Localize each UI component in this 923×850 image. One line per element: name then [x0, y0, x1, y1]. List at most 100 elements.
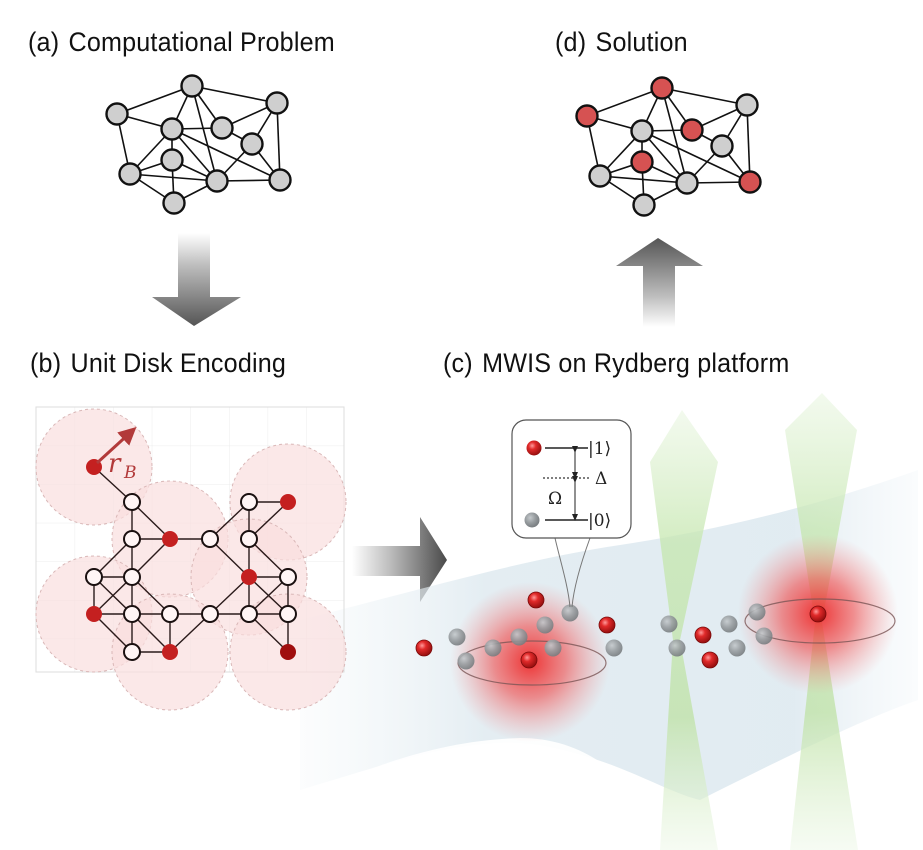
udg-nodes: [85, 459, 297, 661]
udg-node-selected: [241, 569, 257, 585]
solution-graph-edge: [746, 104, 751, 183]
panel-b-title: (b)Unit Disk Encoding: [30, 348, 286, 379]
solution-graph-node-selected: [650, 76, 674, 100]
panel-c-tag: (c): [443, 348, 473, 378]
problem-graph-edge: [191, 85, 218, 182]
udg-node-selected: [280, 494, 296, 510]
udg-node: [240, 605, 258, 623]
atom-ground: [668, 639, 686, 657]
udg-node: [161, 605, 179, 623]
arrow-down-a-to-b: [152, 233, 241, 326]
excited-ket-label: |1⟩: [588, 439, 611, 459]
solution-graph-node: [630, 119, 654, 143]
atom-ground: [605, 639, 623, 657]
solution-graph-node-selected: [680, 118, 704, 142]
udg-node-selected: [86, 606, 102, 622]
atom-ground: [728, 639, 746, 657]
blockade-ellipse-2: [744, 598, 896, 644]
solution-graph-node-selected: [738, 170, 762, 194]
panel-a-title: (a) Computational Problem: [28, 27, 335, 58]
problem-graph-edge: [276, 102, 281, 181]
problem-graph-node: [160, 117, 184, 141]
udg-node: [123, 643, 141, 661]
unit-disk-panel: r B: [35, 406, 347, 711]
problem-graph-node: [180, 74, 204, 98]
laser-beam-1: [650, 410, 718, 850]
atom-ground: [536, 616, 554, 634]
udg-node: [123, 568, 141, 586]
panel-a-tag: (a): [28, 27, 60, 57]
atom-ground: [510, 628, 528, 646]
atom-ground: [748, 603, 766, 621]
atom-ground: [457, 652, 475, 670]
solution-graph-node-selected: [630, 150, 654, 174]
panel-d-label: Solution: [595, 27, 688, 57]
atom-ground: [484, 639, 502, 657]
atom-ground: [561, 604, 579, 622]
udg-node-selected: [280, 644, 296, 660]
solution-graph-edge: [599, 175, 688, 184]
udg-node: [279, 568, 297, 586]
problem-graph-node: [118, 162, 142, 186]
solution-graph-node: [632, 193, 656, 217]
udg-node: [201, 530, 219, 548]
problem-graph-edge: [171, 128, 281, 181]
problem-graph-edge: [191, 85, 278, 104]
arrow-right-b-to-c: [352, 517, 447, 602]
problem-graph-edge: [116, 85, 193, 115]
udg-node-selected: [162, 531, 178, 547]
panel-c-label: MWIS on Rydberg platform: [482, 348, 790, 378]
solution-graph-node-selected: [575, 104, 599, 128]
radius-arrow: [95, 426, 137, 465]
panel-c-title: (c) MWIS on Rydberg platform: [443, 348, 789, 379]
problem-graph-node: [105, 102, 129, 126]
problem-graph-node: [268, 168, 292, 192]
atom-ground: [660, 615, 678, 633]
udg-node: [240, 493, 258, 511]
panel-b-label: Unit Disk Encoding: [70, 348, 287, 378]
atom-ground: [755, 627, 773, 645]
problem-graph-node: [160, 148, 184, 172]
udg-node: [123, 605, 141, 623]
solution-graph-node: [675, 171, 699, 195]
udg-edge: [169, 613, 211, 653]
atom-trap-sheet: [300, 470, 918, 800]
ground-atom-icon: [524, 512, 540, 528]
problem-graph-node: [162, 191, 186, 215]
atom-excited: [701, 651, 719, 669]
problem-graph-node: [205, 169, 229, 193]
panel-d-tag: (d): [555, 27, 587, 57]
problem-graph-edge: [129, 173, 218, 182]
atom-excited: [527, 591, 545, 609]
udg-node-selected: [162, 644, 178, 660]
solution-graph-edge: [586, 87, 663, 117]
solution-graph: [575, 76, 762, 217]
atom-excited: [809, 605, 827, 623]
problem-graph: [105, 74, 292, 215]
problem-graph-node: [210, 116, 234, 140]
ground-ket-label: |0⟩: [588, 511, 611, 531]
udg-node: [240, 530, 258, 548]
solution-graph-node: [735, 93, 759, 117]
atom-excited: [415, 639, 433, 657]
rabi-label: Ω: [548, 489, 562, 509]
udg-node: [123, 493, 141, 511]
panel-d-title: (d) Solution: [555, 27, 688, 58]
udg-edge: [248, 538, 289, 578]
solution-graph-edge: [641, 130, 751, 183]
udg-edge: [209, 538, 250, 578]
atom-ground: [720, 615, 738, 633]
radius-subscript: B: [123, 463, 137, 483]
atom-ground: [544, 639, 562, 657]
udg-node: [85, 568, 103, 586]
udg-edge: [248, 613, 289, 653]
atom-ground: [448, 628, 466, 646]
radius-label: r: [108, 449, 122, 479]
solution-graph-edge: [661, 87, 748, 106]
solution-graph-node: [588, 164, 612, 188]
excited-atom-icon: [526, 440, 542, 456]
panel-a-label: Computational Problem: [68, 27, 335, 57]
udg-node: [123, 530, 141, 548]
atom-array: [415, 591, 827, 670]
